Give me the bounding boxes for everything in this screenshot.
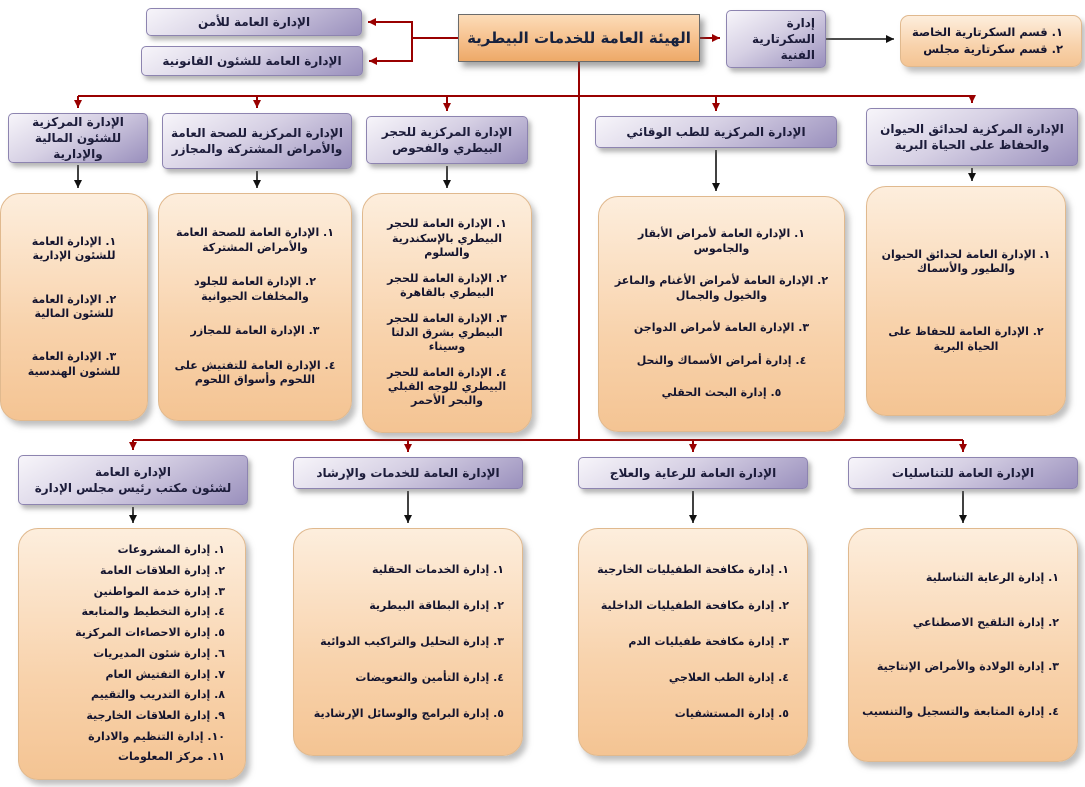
list-item: ١. الإدارة العامة لحدائق الحيوان والطيور… <box>881 247 1051 276</box>
node-central-preventive-medicine: الإدارة المركزية للطب الوقائي <box>595 116 837 148</box>
node-title: الإدارة العامة للشئون القانونية <box>162 53 342 68</box>
list-item: ١. إدارة الرعاية التناسلية <box>925 571 1059 585</box>
node-general-care-treatment: الإدارة العامة للرعاية والعلاج <box>578 457 808 489</box>
list-item: ١. الإدارة العامة لأمراض الأبقار والجامو… <box>637 227 806 255</box>
list-item: ١. الإدارة العامة للصحة العامة والأمراض … <box>176 226 334 254</box>
list-item: ٢. الإدارة العامة للجلود والمخلفات الحيو… <box>194 275 316 303</box>
node-central-finance-admin: الإدارة المركزية للشئون المالية والإداري… <box>8 113 148 163</box>
node-root: الهيئة العامة للخدمات البيطرية <box>458 14 700 62</box>
list-item: ١. إدارة المشروعات <box>117 543 225 557</box>
list-general-reproduction: ١. إدارة الرعاية التناسلية ٢. إدارة التلق… <box>848 528 1078 762</box>
list-central-preventive-medicine: ١. الإدارة العامة لأمراض الأبقار والجامو… <box>598 196 845 432</box>
list-central-quarantine: ١. الإدارة العامة للحجر البيطري بالإسكند… <box>362 193 532 433</box>
node-title: الإدارة المركزية لحدائق الحيوان والحفاظ … <box>880 121 1064 152</box>
node-title: الإدارة العامة للأمن <box>197 14 311 29</box>
list-item: ٢. الإدارة العامة للحجر البيطري بالقاهرة <box>387 271 507 299</box>
central-row-connector <box>74 95 976 111</box>
list-item: ١. الإدارة العامة للحجر البيطري بالإسكند… <box>387 217 507 259</box>
list-item: ٣. الإدارة العامة لأمراض الدواجن <box>633 321 810 335</box>
list-item: ٢. الإدارة العامة لأمراض الأغنام والماعز… <box>614 274 829 302</box>
list-item: ٤. إدارة الطب العلاجي <box>668 670 789 684</box>
node-technical-secretariat: إدارة السكرتارية الفنية <box>726 10 826 68</box>
central-list-arrows <box>74 150 976 191</box>
list-central-finance-admin: ١. الإدارة العامة للشئون الإدارية ٢. الإد… <box>0 193 148 421</box>
list-item: ١. الإدارة العامة للشئون الإدارية <box>31 235 117 263</box>
node-title: الإدارة العامة للخدمات والإرشاد <box>316 465 500 480</box>
node-central-quarantine: الإدارة المركزية للحجر البيطري والفحوص <box>366 116 528 164</box>
node-title: الإدارة المركزية للحجر البيطري والفحوص <box>381 124 513 155</box>
secretariat-sections-list: ١. قسم السكرتارية الخاصة ٢. قسم سكرتارية … <box>900 15 1082 67</box>
node-security-dept: الإدارة العامة للأمن <box>146 8 362 36</box>
list-item: ٤. الإدارة العامة للحجر البيطري للوجه ال… <box>387 365 507 408</box>
list-item: ٣. إدارة خدمة المواطنين <box>93 584 225 598</box>
list-item: ٤. إدارة التخطيط والمتابعة <box>81 605 225 619</box>
node-central-zoos-wildlife: الإدارة المركزية لحدائق الحيوان والحفاظ … <box>866 108 1078 166</box>
list-item: ٤. إدارة التأمين والتعويضات <box>355 670 504 684</box>
node-general-chairman-office: الإدارة العامة لشئون مكتب رئيس مجلس الإد… <box>18 455 248 505</box>
node-title: الإدارة العامة للرعاية والعلاج <box>609 465 777 480</box>
list-general-services-extension: ١. إدارة الخدمات الحقلية ٢. إدارة البطاقة… <box>293 528 523 756</box>
list-item: ٥. إدارة الاحصاءات المركزية <box>75 626 225 640</box>
list-item: ٢. قسم سكرتارية مجلس <box>923 42 1063 57</box>
list-general-chairman-office: ١. إدارة المشروعات ٢. إدارة العلاقات العا… <box>18 528 246 780</box>
root-left-connector <box>368 18 458 65</box>
root-title: الهيئة العامة للخدمات البيطرية <box>467 29 691 47</box>
list-item: ١. قسم السكرتارية الخاصة <box>912 24 1063 39</box>
list-item: ١١. مركز المعلومات <box>117 750 225 764</box>
list-item: ١٠. إدارة التنظيم والادارة <box>88 729 225 743</box>
list-item: ٣. إدارة التحليل والتراكيب الدوائية <box>320 634 504 648</box>
list-item: ٣. الإدارة العامة للحجر البيطري بشرق الد… <box>387 311 507 354</box>
node-central-public-health: الإدارة المركزية للصحة العامة والأمراض ا… <box>162 113 352 169</box>
list-item: ٥. إدارة البرامج والوسائل الإرشادية <box>313 706 504 720</box>
node-legal-dept: الإدارة العامة للشئون القانونية <box>141 46 363 76</box>
list-item: ٢. الإدارة العامة للشئون المالية <box>31 292 117 320</box>
node-general-reproduction: الإدارة العامة للتناسليات <box>848 457 1078 489</box>
node-general-services-extension: الإدارة العامة للخدمات والإرشاد <box>293 457 523 489</box>
list-item: ٦. إدارة شئون المديريات <box>93 646 225 660</box>
list-item: ٣. إدارة مكافحة طفيليات الدم <box>628 634 789 648</box>
node-title: الإدارة المركزية للصحة العامة والأمراض ا… <box>171 125 343 156</box>
list-item: ٢. الإدارة العامة للحفاظ على الحياة البر… <box>888 325 1044 353</box>
list-item: ٧. إدارة التفتيش العام <box>105 667 225 681</box>
list-item: ٥. إدارة المستشفيات <box>674 706 789 720</box>
list-item: ٣. الإدارة العامة للشئون الهندسية <box>27 350 121 378</box>
node-title: الإدارة المركزية للشئون المالية والإداري… <box>32 114 124 162</box>
list-item: ٤. إدارة أمراض الأسماك والنحل <box>636 353 807 367</box>
node-title: الإدارة العامة للتناسليات <box>891 465 1035 480</box>
list-item: ٩. إدارة العلاقات الخارجية <box>86 708 225 722</box>
node-title: إدارة السكرتارية الفنية <box>752 15 815 63</box>
list-central-zoos-wildlife: ١. الإدارة العامة لحدائق الحيوان والطيور… <box>866 186 1066 416</box>
node-title: الإدارة المركزية للطب الوقائي <box>626 124 806 139</box>
list-item: ٤. إدارة المتابعة والتسجيل والتنسيب <box>862 704 1059 718</box>
list-item: ٢. إدارة العلاقات العامة <box>100 564 225 578</box>
list-item: ٨. إدارة التدريب والتقييم <box>90 688 225 702</box>
list-item: ٥. إدارة البحث الحقلي <box>661 386 782 400</box>
list-item: ٢. إدارة التلقيح الاصطناعي <box>912 615 1059 629</box>
list-item: ١. إدارة الخدمات الحقلية <box>372 562 504 576</box>
list-general-care-treatment: ١. إدارة مكافحة الطفيليات الخارجية ٢. إدا… <box>578 528 808 756</box>
list-item: ٤. الإدارة العامة للتفتيش على اللحوم وأس… <box>174 358 336 387</box>
general-list-arrows <box>129 491 967 523</box>
list-item: ٢. إدارة البطاقة البيطرية <box>369 598 504 612</box>
list-item: ٣. إدارة الولادة والأمراض الإنتاجية <box>876 660 1059 674</box>
list-item: ٢. إدارة مكافحة الطفيليات الداخلية <box>600 598 789 612</box>
node-title: الإدارة العامة لشئون مكتب رئيس مجلس الإد… <box>34 464 232 495</box>
general-row-connector <box>129 439 967 452</box>
list-item: ٣. الإدارة العامة للمجازر <box>190 324 320 338</box>
list-item: ١. إدارة مكافحة الطفيليات الخارجية <box>597 562 789 576</box>
list-central-public-health: ١. الإدارة العامة للصحة العامة والأمراض … <box>158 193 352 421</box>
